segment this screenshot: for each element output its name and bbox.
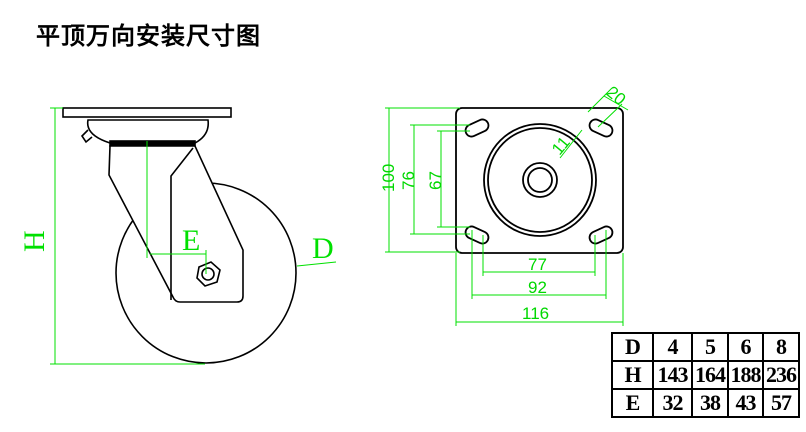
swivel-ring-outer [483, 123, 597, 237]
table-cell: 188 [727, 360, 764, 390]
mounting-slot [588, 118, 614, 138]
dim-77: 77 [528, 255, 547, 274]
table-cell: 43 [727, 388, 764, 418]
side-view [62, 107, 297, 364]
dim-116: 116 [522, 304, 549, 323]
table-cell: 164 [691, 360, 729, 390]
table-row: H 143 164 188 236 [611, 360, 800, 390]
axle-nut-icon [196, 261, 221, 287]
mounting-plate-side [62, 107, 232, 118]
grease-nipple-icon [80, 129, 93, 144]
dim-100: 100 [379, 164, 398, 192]
h-label: H [18, 230, 51, 252]
swivel-ring-inner [487, 127, 593, 233]
page-title: 平顶万向安装尺寸图 [36, 21, 261, 50]
table-cell: 5 [691, 332, 729, 362]
mounting-slot [464, 225, 490, 245]
kingpin-outer [522, 162, 558, 198]
dim-67: 67 [426, 171, 445, 190]
axle-icon [201, 267, 215, 281]
table-cell: 6 [727, 332, 764, 362]
dim-20: 20 [603, 82, 630, 109]
e-label: E [182, 224, 200, 257]
dim-76: 76 [399, 171, 418, 190]
d-label: D [312, 232, 334, 265]
side-dimensions [50, 107, 337, 365]
mounting-slot [588, 225, 614, 245]
table-cell: H [611, 360, 654, 390]
table-row: E 32 38 43 57 [611, 388, 800, 418]
swivel-housing [86, 119, 210, 144]
table-cell: 143 [652, 360, 693, 390]
top-view [455, 107, 624, 254]
dim-92: 92 [528, 278, 547, 297]
table-row: D 4 5 6 8 [611, 332, 800, 362]
table-cell: 57 [762, 388, 800, 418]
fork-inner-edge [170, 147, 194, 300]
table-cell: 4 [652, 332, 693, 362]
mounting-plate-top [455, 107, 624, 254]
table-cell: 38 [691, 388, 729, 418]
table-cell: D [611, 332, 654, 362]
kingpin-inner [527, 167, 553, 193]
table-cell: 8 [762, 332, 800, 362]
top-dimensions [385, 87, 629, 326]
size-table: D 4 5 6 8 H 143 164 188 236 E 32 38 43 5… [611, 332, 800, 418]
mounting-slot [464, 118, 490, 138]
table-cell: 32 [652, 388, 693, 418]
table-cell: 236 [762, 360, 800, 390]
table-cell: E [611, 388, 654, 418]
